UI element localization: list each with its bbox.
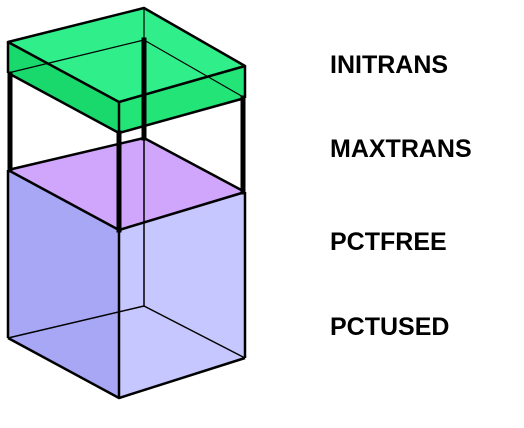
- pctfree-label: PCTFREE: [330, 227, 447, 257]
- header-block: [8, 8, 245, 133]
- maxtrans-label: MAXTRANS: [330, 134, 472, 164]
- used-space-block: [8, 138, 245, 398]
- initrans-label: INITRANS: [330, 50, 448, 80]
- pctused-label: PCTUSED: [330, 312, 449, 342]
